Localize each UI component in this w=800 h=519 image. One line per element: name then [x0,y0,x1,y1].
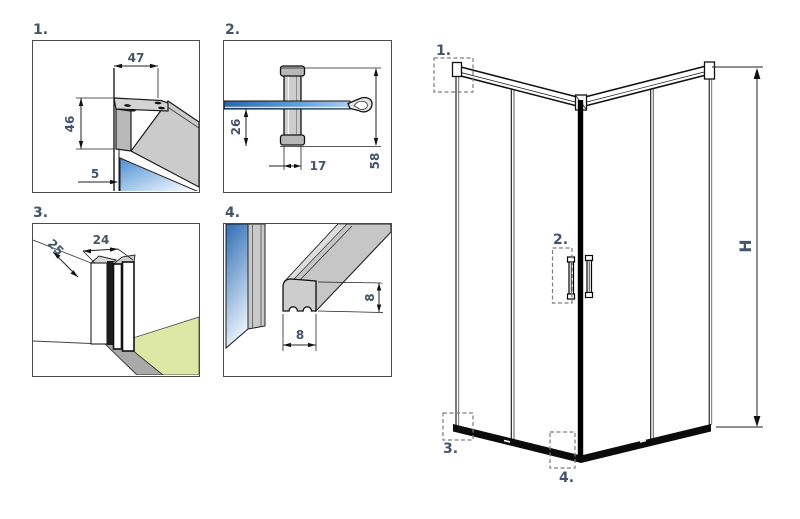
handle-right-cap-top [584,254,594,262]
arrowhead [284,163,291,169]
arrowhead [110,179,118,185]
arrowhead [78,141,84,149]
dim-47: 47 [128,51,145,65]
floor-edge-line [33,340,92,344]
dim-8-height: 8 [363,293,377,301]
dim-46: 46 [63,116,77,133]
detail-2-label: 2. [225,22,241,38]
main-callout-4: 4. [559,470,574,486]
detail-1-label: 1. [33,22,49,38]
arrowhead [376,304,382,312]
extension-line [117,248,134,261]
bottom-rail-right [581,424,711,463]
roller-mark-right [639,439,647,443]
main-callout-2: 2. [553,232,568,248]
corner-post [577,100,584,458]
detail-3-drawing: 24 25 [33,233,199,375]
glass-panel [225,224,249,350]
dim-26: 26 [229,119,243,136]
top-rail-right-inner [580,70,711,104]
detail-2-drawing: 26 17 58 [224,65,382,173]
handle-left-cap-top [566,256,576,263]
height-label: H [736,239,755,252]
main-callout-1: 1. [436,43,451,59]
arrowhead-down [753,416,761,427]
dim-58: 58 [368,153,382,170]
arrowhead [373,138,379,146]
glass-profile-strip [247,224,266,330]
roller-mark-left [503,439,511,443]
handle-cap-top [279,65,306,77]
bottom-rail-left [453,424,581,463]
screw-slot [124,104,131,107]
top-rail-beam [130,100,199,188]
arrowhead [283,342,291,348]
cap-right [703,61,716,80]
callout-box-3 [442,412,474,441]
arrowhead [114,63,122,69]
callout-box-2 [551,247,573,304]
arrowhead [243,138,249,146]
arrowhead [308,342,316,348]
extension-line [82,250,96,264]
glass-panel [119,157,198,191]
detail-4-label: 4. [225,205,241,221]
screw-slot [154,101,162,105]
arrowhead [243,109,249,117]
screw-slot [158,106,165,110]
detail-3-label: 3. [33,205,49,221]
callout-box-1 [433,57,474,93]
arrowhead [294,163,301,169]
dim-8-width: 8 [296,328,304,342]
extension-line [317,310,384,313]
detail-4-box: 8 8 [223,223,392,377]
top-rail-right [580,64,711,108]
detail-1-drawing: 47 46 5 [63,51,199,191]
detail-4-drawing: 8 8 [225,224,391,351]
wall-profile [90,262,108,345]
guide-profile-2 [121,261,135,352]
arrowhead [376,283,382,291]
handle-right-cap-bottom [584,291,594,299]
arrowhead [53,252,61,259]
dim-17: 17 [310,159,327,173]
detail-3-box: 24 25 [32,223,200,377]
dim-5: 5 [91,167,99,181]
arrowhead [83,249,91,254]
arrowhead [78,98,84,106]
arrowhead [70,270,78,277]
screw-slot [129,108,136,112]
dim-25: 25 [45,236,67,258]
extension-line [317,281,384,284]
cap-left [451,61,463,78]
callout-box-4 [549,431,576,469]
arrowhead-up [753,68,761,79]
guide-profile-1 [112,263,123,350]
beam-ridge-line [165,105,199,129]
rail-groove-line [298,225,353,282]
detail-2-box: 26 17 58 [223,40,392,193]
corner-bracket-face [115,108,132,152]
glass-edge-dark [107,261,114,345]
arrowhead [373,68,379,76]
bottom-rail-end-face [282,278,317,312]
handle-left-cap-bottom [566,293,576,300]
dim-24: 24 [93,233,110,247]
wall-hook-hole [353,100,368,110]
top-rail-left-inner [456,71,582,104]
corner-bracket-plate [113,97,169,112]
detail-1-box: 47 46 5 [32,40,200,193]
main-enclosure-drawing: 1. 2. 3. 4. H [433,43,763,486]
arrowhead [150,63,158,69]
handle-cap-bottom [279,134,306,146]
main-callout-3: 3. [443,441,458,457]
wall-edge-line [33,239,92,264]
top-rail-left [456,65,582,108]
arrowhead [110,247,118,252]
